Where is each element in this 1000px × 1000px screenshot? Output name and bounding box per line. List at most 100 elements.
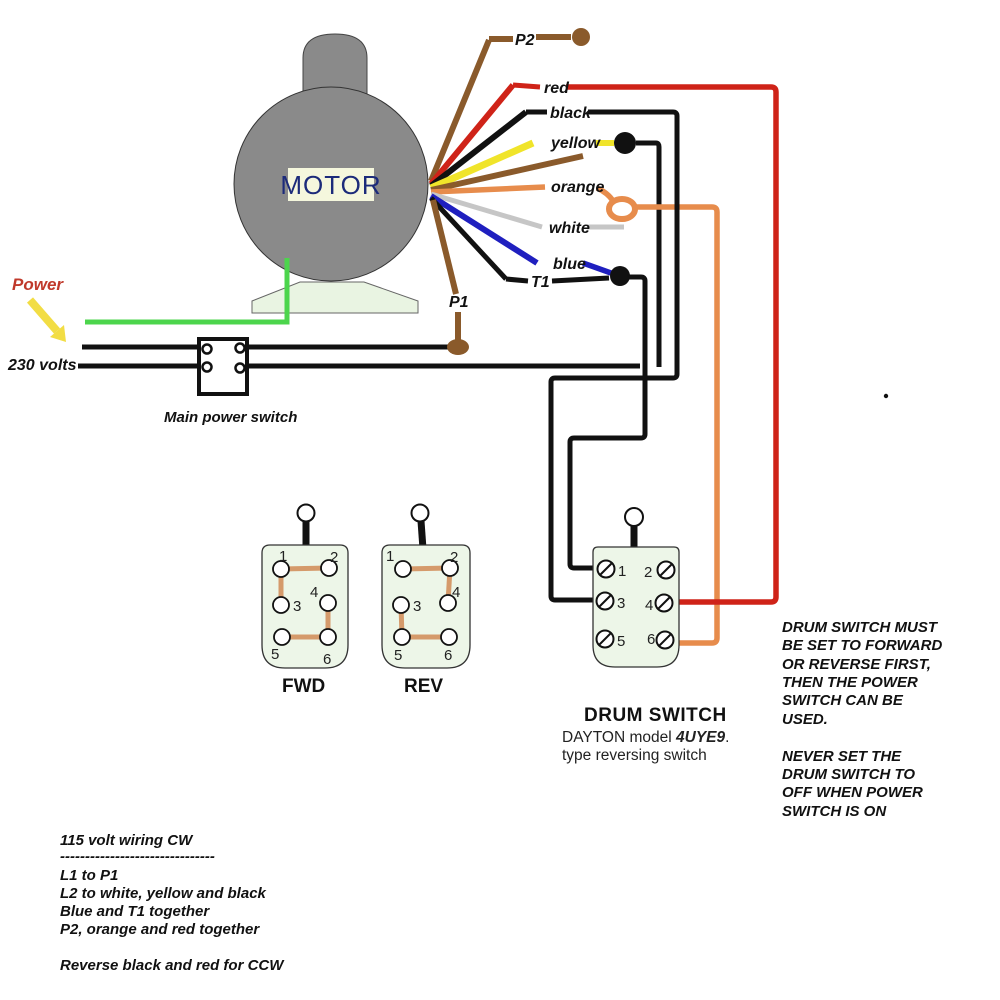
wire-orange-run [633,204,720,646]
power-label: Power [12,275,64,294]
wiring-notes-footer: Reverse black and red for CCW [60,957,285,974]
power-input: Power 230 volts [7,258,640,374]
drum-model-number: 4UYE9 [675,729,725,746]
label-blue: blue [553,256,586,273]
wire-blue [582,260,612,276]
rev-terminal-5 [393,628,411,646]
fwd-terminal-2-label: 2 [330,549,338,566]
power-arrow-head [50,325,66,342]
stray-dot [883,393,889,399]
drum-type-line: type reversing switch [562,747,707,764]
fwd-terminal-3-label: 3 [293,598,301,615]
motor-label: MOTOR [280,170,381,200]
fwd-terminal-5-label: 5 [271,646,279,663]
drum-terminal-6-label: 6 [647,631,655,648]
wiring-notes-line: P2, orange and red together [60,921,260,938]
warning-line: THEN THE POWER [782,674,918,691]
main-switch-terminal [201,361,213,373]
p2-terminal-dot [572,28,590,46]
wiring-notes-divider: ------------------------------- [60,848,215,865]
fwd-terminal-6-label: 6 [323,651,331,668]
main-switch-terminal [201,343,213,355]
warning-line: SWITCH CAN BE [782,692,904,709]
fwd-switch: 1 2 3 4 5 6 FWD [261,503,349,697]
yellow-junction-dot [614,132,636,154]
wire-p1 [430,199,459,295]
motor: MOTOR [233,33,429,314]
wire-t1 [429,196,508,281]
wire-t1-to-drum1 [567,274,648,571]
warning-line: NEVER SET THE [782,748,902,765]
blue-t1-junction-dot [610,266,630,286]
rev-terminal-2 [441,559,459,577]
rev-terminal-1-label: 1 [386,548,394,565]
motor-base [251,281,419,314]
rev-terminal-1 [394,560,412,578]
motor-cap [302,33,368,96]
wire-t1 [551,275,610,284]
wiring-notes-line: L1 to P1 [60,867,118,884]
warning-line: DRUM SWITCH TO [782,766,915,783]
drum-terminal-5-slash [598,632,612,646]
warning-line: BE SET TO FORWARD [782,637,942,654]
label-p1: P1 [449,294,469,311]
label-black: black [550,105,592,122]
rev-handle-circle [410,503,430,523]
warning-line: OFF WHEN POWER [782,784,923,801]
drum-model-line: DAYTON model 4UYE9. [562,729,729,746]
fwd-terminal-4-label: 4 [310,584,318,601]
drum-terminal-4-label: 4 [645,597,653,614]
label-t1: T1 [531,274,550,291]
motor-leads [428,28,638,355]
wire-red [428,83,516,186]
rev-terminal-3-label: 3 [413,598,421,615]
rev-terminal-5-label: 5 [394,647,402,664]
wiring-notes-line: L2 to white, yellow and black [60,885,267,902]
wire-t1 [505,276,529,284]
drum-terminal-1-slash [599,562,613,576]
drum-handle-circle [624,507,644,527]
rev-terminal-2-label: 2 [450,549,458,566]
drum-model-prefix: DAYTON model [562,729,676,746]
rev-terminal-3 [392,596,410,614]
rev-terminal-4 [439,594,457,612]
orange-loop-terminal [606,196,638,222]
warning-line: USED. [782,711,828,728]
warning-line: OR REVERSE FIRST, [782,656,931,673]
drum-terminal-2-slash [659,563,673,577]
drum-model-suffix: . [725,729,729,746]
wiring-notes-line: Blue and T1 together [60,903,210,920]
wiring-notes-title: 115 volt wiring CW [60,832,194,849]
fwd-terminal-5 [273,628,291,646]
rev-label: REV [404,676,443,697]
p1-terminal-dot [447,339,469,355]
label-red: red [544,80,570,97]
rev-switch: 1 2 3 4 5 6 REV [381,503,471,697]
fwd-handle-circle [296,503,316,523]
drum-terminal-3-slash [598,594,612,608]
wire-green [85,258,290,325]
warning-line: SWITCH IS ON [782,803,887,820]
rev-terminal-4-label: 4 [452,584,460,601]
voltage-label: 230 volts [7,357,77,374]
drum-terminal-2-label: 2 [644,564,652,581]
main-switch-label: Main power switch [164,409,297,426]
wire-label-texts: P2 red black yellow orange white blue T1… [449,32,604,311]
wire-yellow [429,139,535,192]
fwd-terminal-2 [320,559,338,577]
wire-red-run [566,84,779,605]
wire-red [512,82,541,90]
wire-brown-stub [430,153,584,193]
wire-p2 [428,38,492,183]
drum-terminals [595,559,676,650]
main-switch-terminal [234,342,246,354]
drum-terminal-1-label: 1 [618,563,626,580]
main-switch-terminal [234,362,246,374]
drum-terminal-6-slash [658,633,672,647]
warning-line: DRUM SWITCH MUST [782,619,939,636]
warning-notes: DRUM SWITCH MUST BE SET TO FORWARD OR RE… [782,619,942,820]
wire-black-to-drum3 [548,109,680,603]
wire-white [430,191,543,230]
